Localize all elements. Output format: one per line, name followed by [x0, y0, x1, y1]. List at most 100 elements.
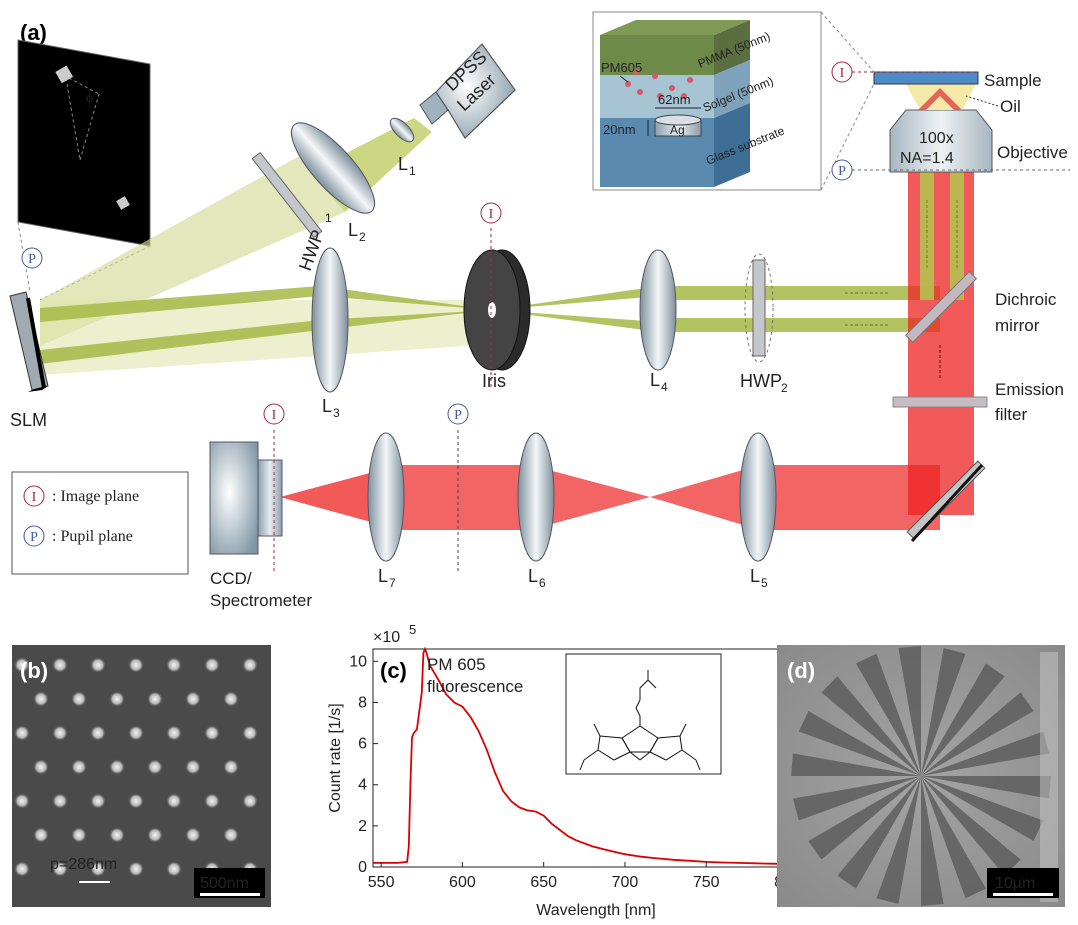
sem-particle — [185, 827, 201, 843]
star-spoke — [876, 776, 921, 904]
sem-particle — [166, 861, 182, 877]
sem-particle — [147, 827, 163, 843]
svg-text:P: P — [30, 530, 38, 545]
slm-label: SLM — [10, 410, 47, 430]
y-tick-label: 4 — [358, 777, 367, 794]
star-spoke — [921, 776, 986, 899]
series-line — [373, 646, 820, 865]
dpss-laser: DPSS Laser — [419, 43, 516, 139]
emission-beam-vertical — [908, 170, 974, 515]
sem-particle — [185, 759, 201, 775]
sample-inset: Ag PMMA (50nm) Solgel (50nm) Glass subst… — [592, 11, 875, 191]
sem-particle — [14, 657, 30, 673]
beam-direction-arrows — [845, 200, 958, 326]
sem-particle — [33, 691, 49, 707]
sem-particle — [90, 861, 106, 877]
l5-label: L — [750, 566, 760, 586]
l5-subscript: 5 — [761, 576, 768, 590]
sem-particle — [242, 793, 258, 809]
hwp2-subscript: 2 — [781, 381, 788, 395]
y-multiplier: ×10 — [373, 629, 400, 646]
emission-filter: Emission filter — [892, 380, 1064, 424]
d-scalebar-label: 10µm — [995, 875, 1035, 892]
slm-device: SLM — [9, 291, 49, 430]
sem-particle — [109, 827, 125, 843]
l6-label: L — [528, 566, 538, 586]
hwp1-subscript: 1 — [325, 211, 332, 225]
marker-pupil-objective: P — [831, 159, 853, 181]
lens-l4: L 4 — [639, 249, 677, 394]
marker-text: P — [454, 408, 462, 423]
sem-pitch-label: p=286nm — [50, 856, 117, 873]
legend-image-plane: : Image plane — [52, 488, 139, 505]
l7-label: L — [378, 566, 388, 586]
marker-text: I — [272, 408, 277, 423]
lens-l7: L 7 — [367, 432, 405, 590]
star-spoke — [808, 776, 921, 860]
lens-l5: L 5 — [739, 432, 777, 590]
y-tick-label: 6 — [358, 736, 367, 753]
x-tick-label: 550 — [368, 874, 395, 891]
sample-label: Sample — [984, 71, 1042, 90]
sem-particle — [223, 691, 239, 707]
l2-subscript: 2 — [359, 230, 366, 244]
marker-image-iris: I — [480, 202, 502, 224]
y-tick-label: 8 — [358, 694, 367, 711]
l7-subscript: 7 — [389, 576, 396, 590]
sem-particle — [109, 759, 125, 775]
star-spoke — [798, 711, 921, 776]
star-spoke — [856, 653, 921, 776]
beam-lower — [40, 320, 320, 364]
l3-subscript: 3 — [333, 406, 340, 420]
marker-image-sample: I — [831, 61, 853, 83]
slm-spot-1 — [55, 65, 74, 84]
star-spoke — [921, 663, 1005, 776]
sem-particle — [204, 725, 220, 741]
star-spoke — [921, 776, 1021, 876]
sem-particle — [109, 691, 125, 707]
star-spoke — [821, 676, 921, 776]
sem-particle — [52, 861, 68, 877]
collimated-beam-1 — [660, 286, 940, 300]
panel-label-c: (c) — [380, 658, 407, 683]
star-spoke — [791, 753, 921, 776]
sample-slide — [873, 71, 979, 85]
sem-particle — [14, 725, 30, 741]
hwp2: HWP 2 — [740, 253, 788, 395]
sem-particle — [185, 691, 201, 707]
emission-beam-horizontal — [650, 465, 940, 530]
slm-spot-2 — [116, 196, 130, 210]
sem-particle — [14, 793, 30, 809]
hwp2-label: HWP — [740, 371, 782, 391]
x-tick-label: 700 — [612, 874, 639, 891]
beam-to-slm — [40, 150, 345, 346]
star-spoke — [921, 776, 944, 906]
legend: I : Image plane P : Pupil plane — [11, 471, 189, 575]
fold-mirror — [906, 460, 986, 543]
beam-after-iris-1 — [492, 286, 660, 310]
star-spoke — [921, 731, 1049, 776]
molecule-inset — [565, 653, 722, 775]
star-spoke — [898, 646, 921, 776]
dichroic-label-2: mirror — [995, 316, 1040, 335]
marker-text: P — [838, 164, 846, 179]
height-label: 20nm — [603, 122, 636, 137]
beam-upper — [40, 286, 320, 322]
sem-particle — [52, 793, 68, 809]
sem-particle — [166, 657, 182, 673]
collimated-beam-2 — [660, 318, 940, 332]
width-label: 62nm — [658, 92, 691, 107]
oil-label: Oil — [1000, 97, 1021, 116]
dichroic-mirror: Dichroic mirror — [904, 270, 1057, 344]
sem-particle — [128, 657, 144, 673]
lens-l3: L 3 — [311, 247, 349, 420]
panel-label-b: (b) — [20, 658, 48, 683]
panel-label-d: (d) — [787, 658, 815, 683]
marker-pupil-bottom: P — [447, 403, 469, 425]
y-multiplier-exp: 5 — [409, 622, 416, 637]
x-tick-label: 750 — [693, 874, 720, 891]
sem-particle — [204, 793, 220, 809]
y-axis-label: Count rate [1/s] — [327, 703, 344, 812]
objective-na: NA=1.4 — [900, 150, 954, 167]
marker-image-ccd: I — [263, 403, 285, 425]
